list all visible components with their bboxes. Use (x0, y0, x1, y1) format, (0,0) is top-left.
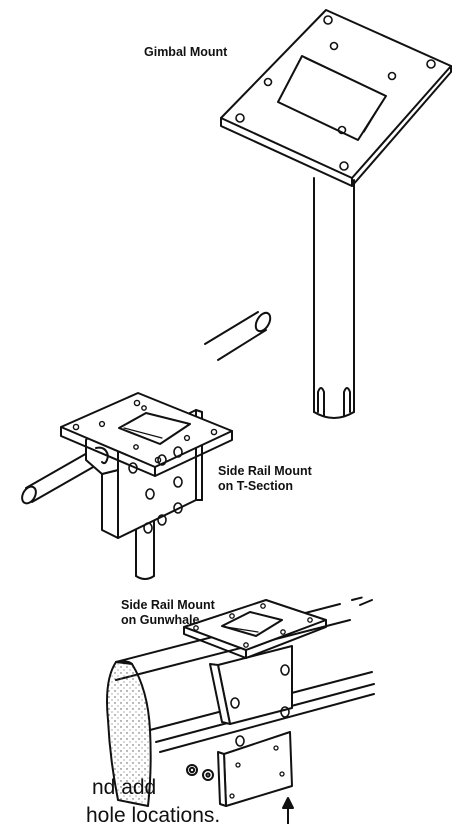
tsection-plate (60, 392, 233, 477)
gimbal-plate (220, 9, 452, 187)
install-direction-arrow (282, 797, 294, 824)
side-rail-gunwhale-label-line2: on Gunwhale (121, 613, 200, 627)
backing-plate (217, 731, 293, 807)
side-rail-gunwhale-label-line1: Side Rail Mount (121, 598, 215, 612)
gunwhale-plate (183, 599, 327, 659)
instruction-caption: nd add hole locations. (0, 774, 300, 830)
tsection-rail-pipe (21, 311, 272, 505)
gunwhale-mount-body (209, 645, 293, 725)
side-rail-tsection-label: Side Rail Mount on T-Section (218, 464, 312, 494)
instruction-caption-line2: hole locations. (86, 804, 221, 827)
instruction-caption-line1: nd add (92, 776, 157, 799)
gimbal-pole (313, 177, 355, 419)
side-rail-tsection-label-line1: Side Rail Mount (218, 464, 312, 478)
side-rail-tsection-label-line2: on T-Section (218, 479, 293, 493)
fastener-hardware (186, 764, 214, 781)
gimbal-mount-drawing (220, 9, 452, 419)
side-rail-gunwhale-drawing (106, 596, 375, 824)
side-rail-gunwhale-label: Side Rail Mount on Gunwhale (121, 598, 215, 628)
side-rail-tsection-drawing (21, 311, 272, 580)
gimbal-mount-label: Gimbal Mount (144, 45, 228, 59)
